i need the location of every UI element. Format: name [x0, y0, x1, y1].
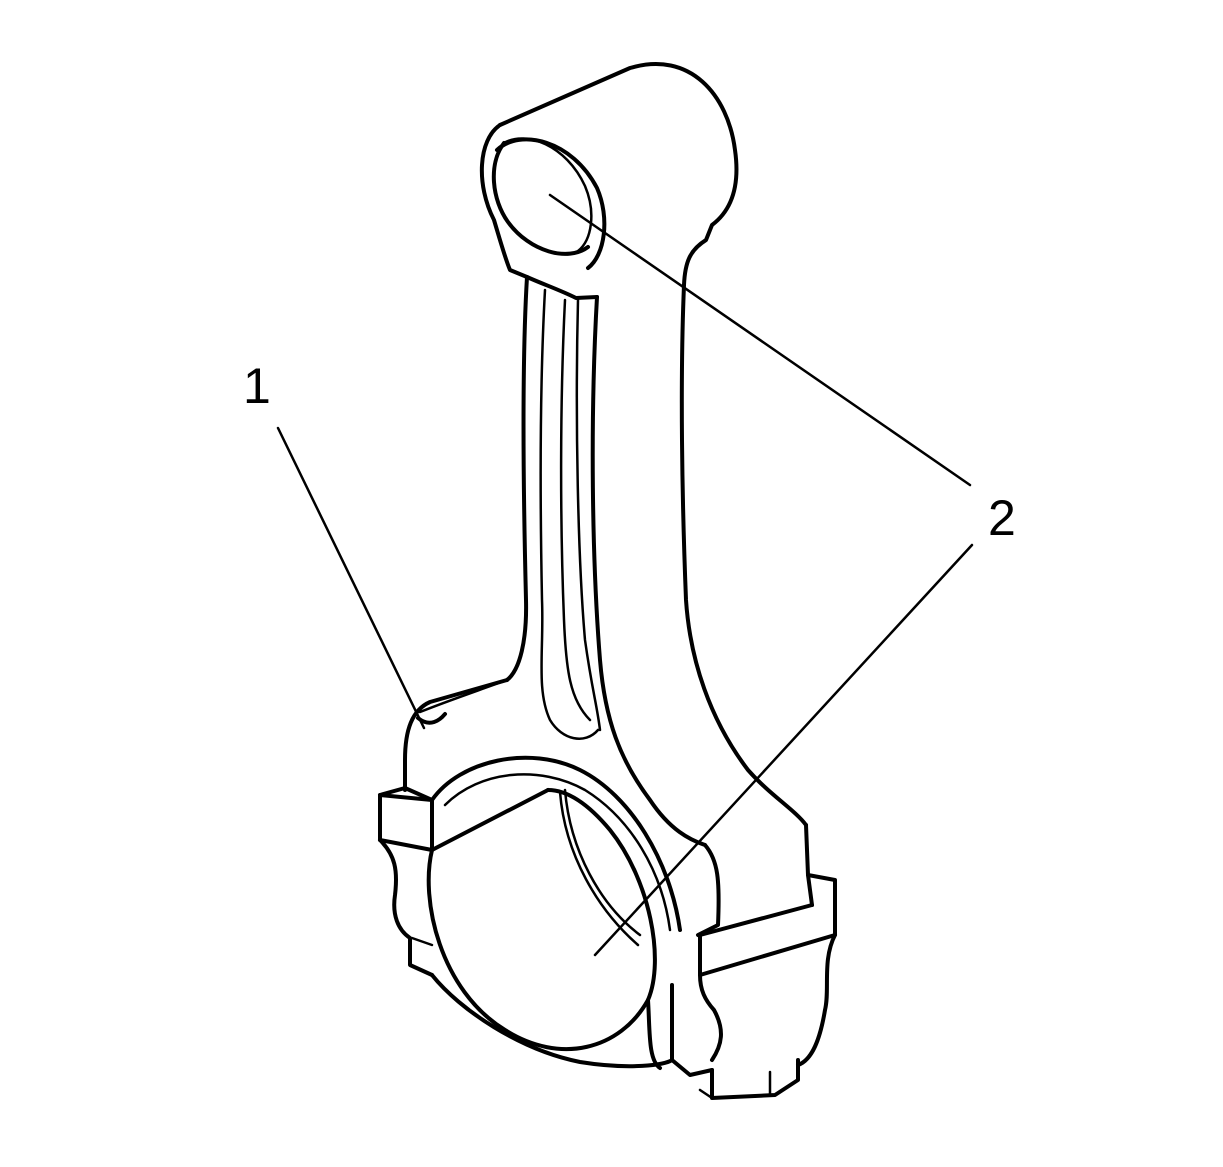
callout-2-leader-upper: [548, 193, 972, 487]
connecting-rod-small-end: [479, 61, 739, 300]
callout-2-label: 2: [988, 490, 1016, 546]
callout-leaders: [276, 193, 974, 957]
callout-2-leader-lower: [593, 543, 974, 957]
callout-1-label: 1: [243, 358, 271, 414]
callout-1-leader: [276, 426, 426, 730]
connecting-rod-beam: [505, 275, 808, 847]
connecting-rod-big-end: [378, 678, 837, 1100]
